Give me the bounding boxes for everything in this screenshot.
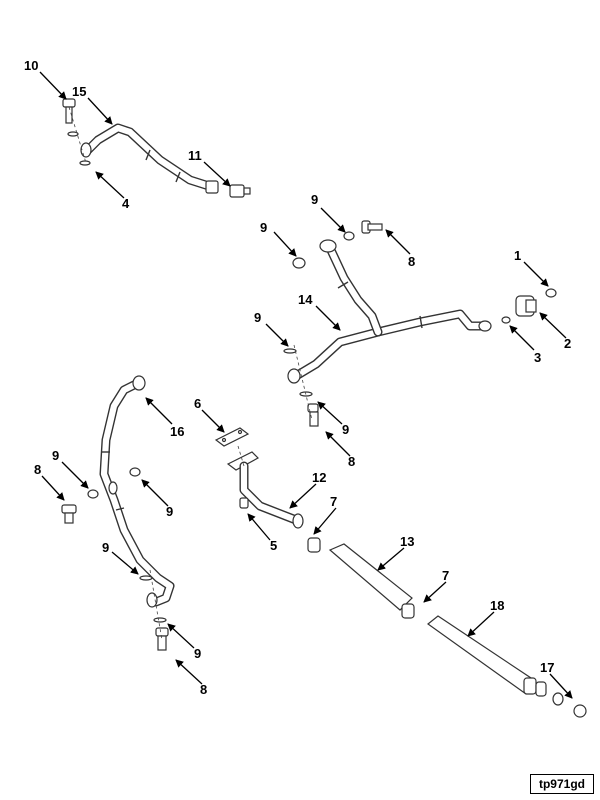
callout-10: 10	[24, 58, 38, 73]
callout-17: 17	[540, 660, 554, 675]
callout-12: 12	[312, 470, 326, 485]
leader-lines	[39, 71, 573, 699]
figure-id-label: tp971gd	[530, 774, 594, 794]
tube-assembly-16	[99, 375, 175, 608]
tube-assembly-15	[80, 123, 219, 194]
washer-9-low-b	[153, 617, 167, 623]
callout-18: 18	[490, 598, 504, 613]
callout-5: 5	[270, 538, 277, 553]
bolt-10	[62, 98, 76, 124]
connector-2	[515, 295, 537, 317]
washer-9-left	[283, 348, 297, 354]
callout-1: 1	[514, 248, 521, 263]
callout-7-a: 7	[330, 494, 337, 509]
callout-14: 14	[298, 292, 313, 307]
hose-13	[328, 543, 413, 611]
callout-8-b: 8	[348, 454, 355, 469]
callout-16: 16	[170, 424, 184, 439]
clamp-17	[552, 692, 587, 718]
callout-2: 2	[564, 336, 571, 351]
adapter-11	[229, 184, 251, 198]
bolt-8-top	[361, 220, 383, 234]
callout-4: 4	[122, 196, 130, 211]
clamp-7a	[307, 537, 321, 553]
callout-8-d: 8	[200, 682, 207, 697]
o-ring-9-top-b	[343, 231, 355, 241]
washer-9-low-a	[139, 575, 153, 581]
hose-18	[427, 615, 547, 697]
callout-8-a: 8	[408, 254, 415, 269]
bolt-8-low	[155, 627, 169, 651]
callout-labels: 10 15 4 11 9 9 8 1 2 3 14 9 9 8 16 6 9 8…	[24, 58, 571, 697]
callout-9-f: 9	[166, 504, 173, 519]
callout-9-e: 9	[52, 448, 59, 463]
callout-3: 3	[534, 350, 541, 365]
washer-4a	[67, 131, 79, 137]
elbow-tube-12	[226, 445, 304, 529]
callout-9-d: 9	[342, 422, 349, 437]
o-ring-9-left-a	[87, 489, 99, 499]
callout-7-b: 7	[442, 568, 449, 583]
clamp-7b	[401, 603, 415, 619]
callout-9-g: 9	[102, 540, 109, 555]
callout-11: 11	[188, 148, 202, 163]
callout-6: 6	[194, 396, 201, 411]
callout-9-h: 9	[194, 646, 201, 661]
callout-9-b: 9	[311, 192, 318, 207]
o-ring-3	[501, 316, 511, 324]
o-ring-9-left-b	[129, 467, 141, 477]
o-ring-9-top-a	[292, 257, 306, 269]
tube-assembly-14	[287, 239, 492, 384]
callout-9-c: 9	[254, 310, 261, 325]
bolt-8-mid	[307, 403, 319, 427]
callout-13: 13	[400, 534, 414, 549]
fitting-5	[239, 497, 249, 509]
callout-8-c: 8	[34, 462, 41, 477]
seal-1	[545, 288, 557, 298]
bolt-8-left	[61, 504, 77, 524]
gasket-6	[214, 427, 250, 447]
callout-9-a: 9	[260, 220, 267, 235]
callout-15: 15	[72, 84, 86, 99]
washer-4b	[79, 160, 91, 166]
